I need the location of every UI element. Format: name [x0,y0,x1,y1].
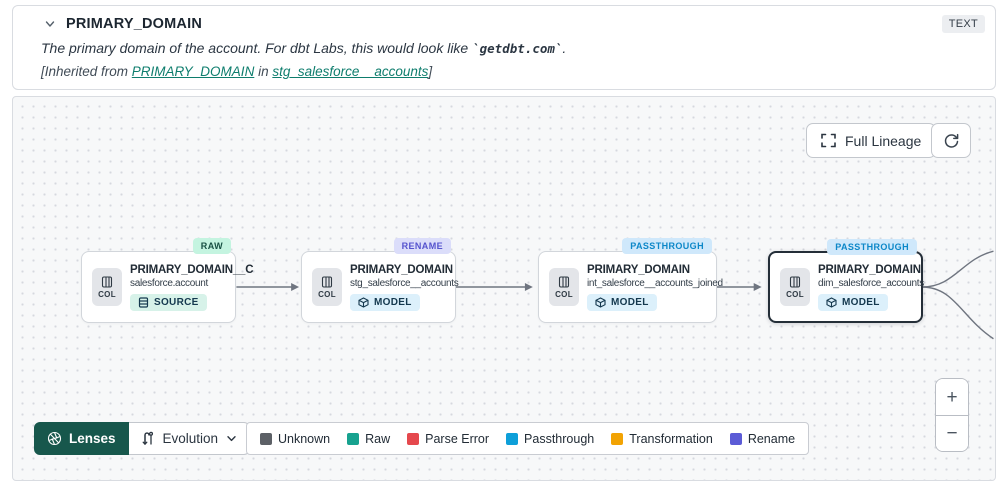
column-chip: COL [92,268,122,306]
resource-type-pill: MODEL [818,293,888,311]
evolution-legend: Unknown Raw Parse Error Passthrough Tran… [246,422,810,455]
legend-item-raw: Raw [347,432,390,446]
model-name: stg_salesforce__accounts [350,277,459,289]
legend-item-passthrough: Passthrough [506,432,594,446]
column-icon [321,275,333,288]
column-icon [558,275,570,288]
lineage-canvas[interactable]: Full Lineage RAW COL PRIMARY_DOMAIN__C s… [12,96,996,481]
resource-type-pill: SOURCE [130,293,207,311]
inline-code: `getdbt.com` [472,41,563,56]
column-name: PRIMARY_DOMAIN__C [130,263,254,276]
legend-swatch [347,432,360,445]
evolution-badge: PASSTHROUGH [622,238,712,254]
column-chip: COL [549,268,579,306]
model-icon [595,296,606,308]
lineage-node-intermediate[interactable]: PASSTHROUGH COL PRIMARY_DOMAIN int_sales… [538,238,723,323]
evolution-badge: RENAME [393,238,451,254]
zoom-in-button[interactable]: + [936,379,968,415]
column-name: PRIMARY_DOMAIN [350,263,453,276]
lens-aperture-icon [47,431,62,446]
model-name: salesforce.account [130,277,208,289]
lenses-control: Lenses Evolution [34,422,251,455]
legend-swatch [407,432,420,445]
source-icon [138,296,149,308]
column-chip: COL [312,268,342,306]
model-icon [826,296,837,308]
full-lineage-button[interactable]: Full Lineage [806,123,937,158]
lens-selected-value: Evolution [162,431,219,446]
resource-type-pill: MODEL [350,293,420,311]
column-name: PRIMARY_DOMAIN [587,263,690,276]
evolution-badge: PASSTHROUGH [827,239,917,255]
model-name: int_salesforce__accounts_joined [587,277,723,289]
evolution-icon [142,431,153,445]
legend-swatch [260,432,272,445]
column-type-badge: TEXT [941,15,985,33]
chevron-down-icon [227,436,236,442]
legend-item-parse-error: Parse Error [407,432,489,446]
inherited-column-link[interactable]: PRIMARY_DOMAIN [131,64,255,79]
legend-swatch [729,432,742,445]
expand-icon [821,133,836,148]
model-name: dim_salesforce_accounts [818,277,924,289]
legend-swatch [611,432,624,445]
zoom-out-button[interactable]: − [936,415,968,451]
lineage-node-source[interactable]: RAW COL PRIMARY_DOMAIN__C salesforce.acc… [81,238,254,323]
inherited-model-link[interactable]: stg_salesforce__accounts [272,64,429,79]
legend-item-transformation: Transformation [611,432,713,446]
lenses-button[interactable]: Lenses [34,422,129,455]
evolution-badge: RAW [192,238,231,254]
legend-item-rename: Rename [729,432,795,446]
inherited-note: [Inherited from PRIMARY_DOMAIN in stg_sa… [41,64,433,79]
column-description: The primary domain of the account. For d… [41,40,567,56]
column-chip: COL [780,268,810,306]
refresh-button[interactable] [931,123,971,158]
column-details-panel: PRIMARY_DOMAIN TEXT The primary domain o… [12,5,996,90]
column-name: PRIMARY_DOMAIN [818,263,921,276]
legend-swatch [506,432,519,445]
collapse-chevron-icon[interactable] [41,15,59,33]
model-icon [358,296,369,308]
lineage-node-staging[interactable]: RENAME COL PRIMARY_DOMAIN stg_salesforce… [301,238,459,323]
page-title: PRIMARY_DOMAIN [66,16,202,32]
resource-type-pill: MODEL [587,293,657,311]
zoom-controls: + − [935,378,969,452]
lineage-node-dim-selected[interactable]: PASSTHROUGH COL PRIMARY_DOMAIN dim_sales… [768,239,924,323]
column-icon [789,275,801,288]
legend-item-unknown: Unknown [260,432,330,446]
refresh-icon [943,132,960,149]
lens-dropdown[interactable]: Evolution [128,422,251,455]
column-icon [101,275,113,288]
